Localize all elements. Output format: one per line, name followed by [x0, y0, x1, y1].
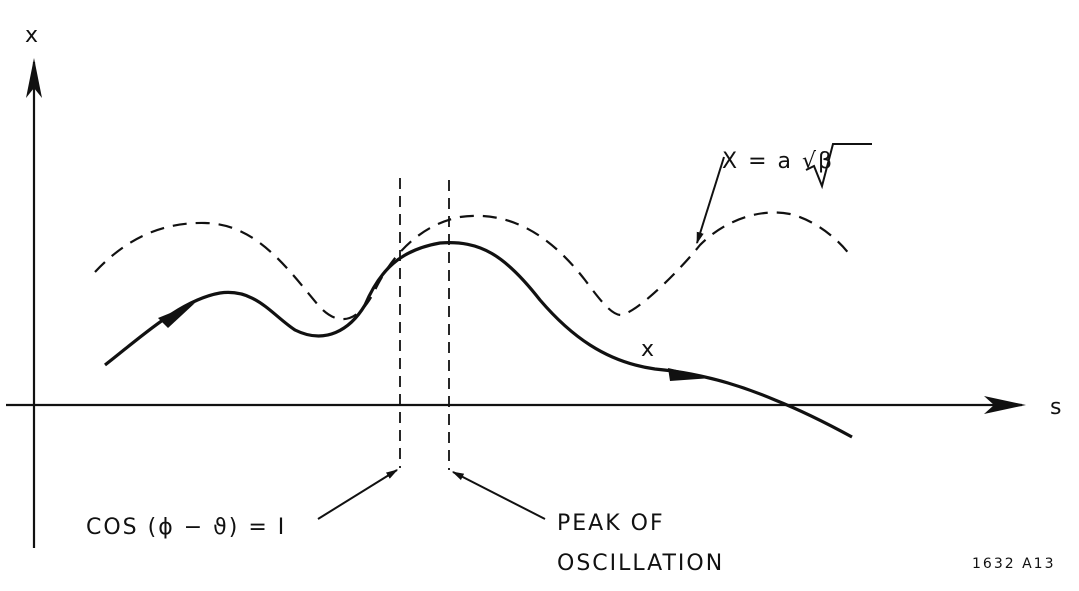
peak-label-line2: OSCILLATION	[557, 551, 724, 576]
trajectory-direction-arrow-2	[668, 368, 712, 381]
trajectory-label: x	[641, 337, 654, 362]
peak-pointer-arrow	[451, 471, 546, 520]
vertical-axis-arrowhead	[26, 58, 42, 98]
envelope-label: X = a √β	[722, 149, 834, 174]
x-axis-label: s	[1050, 395, 1061, 420]
envelope-curve	[94, 211, 853, 321]
y-axis-label: x	[25, 23, 38, 48]
envelope-pointer-arrow	[696, 156, 725, 245]
trajectory-direction-arrow-1	[158, 303, 195, 328]
trajectory-curve	[104, 241, 853, 439]
axes	[6, 58, 1026, 548]
horizontal-axis-arrowhead	[984, 396, 1026, 414]
sqrt-radical-sign	[805, 143, 872, 190]
figure-id: 1632 A13	[972, 556, 1055, 572]
peak-label-line1: PEAK OF	[557, 511, 665, 536]
condition-pointer-arrow	[317, 469, 399, 520]
condition-label: COS (ϕ − ϑ) = I	[86, 515, 286, 540]
